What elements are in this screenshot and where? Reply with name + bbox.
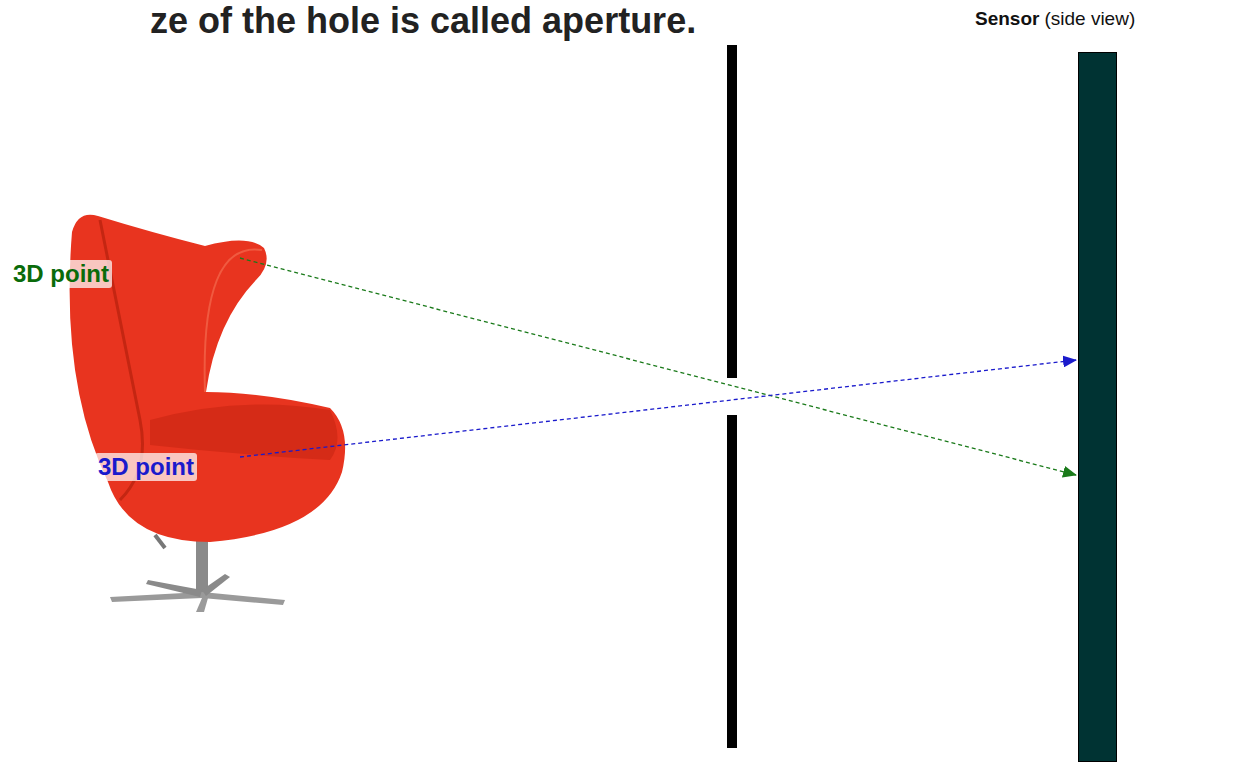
blue-ray: [240, 360, 1076, 457]
slide-title: ze of the hole is called aperture.: [150, 0, 696, 42]
barrier-upper: [727, 45, 737, 378]
sensor-title: Sensor: [975, 8, 1039, 29]
sensor-node: Sensor(side view): [975, 8, 1240, 764]
chair-base: [110, 535, 285, 612]
green-ray: [240, 258, 1076, 475]
sensor-heading: Sensor(side view): [975, 8, 1240, 30]
sensor-plate: [1078, 52, 1117, 762]
point-label: 3D point: [10, 260, 112, 288]
sensor-subtitle: (side view): [1044, 8, 1135, 29]
point-label: 3D point: [95, 453, 197, 481]
barrier-lower: [727, 415, 737, 748]
